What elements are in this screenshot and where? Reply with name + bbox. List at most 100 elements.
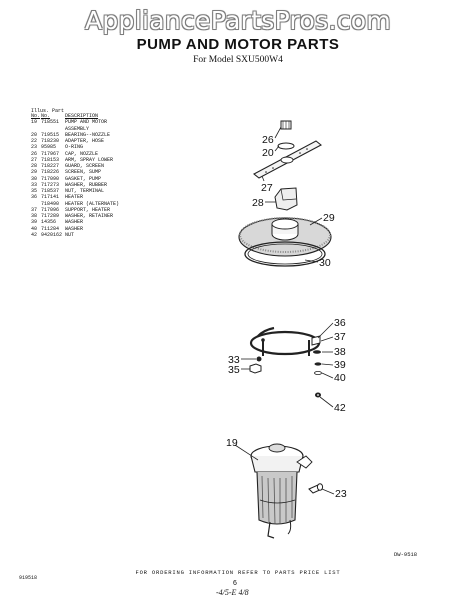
- row-part-no: 717289: [41, 213, 60, 219]
- row-illus-no: 30: [31, 175, 38, 182]
- row-description: WASHER: [65, 219, 84, 226]
- row-illus-no: 20: [31, 131, 38, 138]
- callout-23: 23: [335, 488, 347, 500]
- page-number: 6: [233, 580, 237, 587]
- callout-20: 20: [262, 147, 274, 159]
- row-description: NUT, TERMINAL: [65, 188, 105, 194]
- callout-19: 19: [226, 437, 238, 449]
- pump-motor-assembly: [250, 443, 313, 539]
- callout-36: 36: [334, 317, 346, 329]
- table-header-top: Illus. Part: [31, 108, 65, 114]
- row-illus-no: 23: [31, 144, 38, 151]
- row-part-no: 718230: [41, 138, 60, 144]
- callout-38: 38: [334, 346, 346, 358]
- table-header-row: No. No. DESCRIPTION: [31, 113, 201, 119]
- row-part-no: 14356: [41, 219, 57, 226]
- callout-33: 33: [228, 354, 240, 366]
- callout-30: 30: [319, 257, 331, 269]
- row-description: WASHER: [65, 225, 84, 232]
- row-part-no: 718551: [41, 119, 60, 126]
- table-row: ASSEMBLY: [31, 126, 201, 132]
- row-illus-no: 19: [31, 119, 38, 126]
- drawing-code: DW-9518: [394, 551, 418, 558]
- footer-code: 919518: [19, 575, 38, 581]
- row-description: WASHER, RETAINER: [65, 213, 114, 219]
- callout-35: 35: [228, 364, 240, 376]
- row-illus-no: 35: [31, 188, 38, 194]
- row-description: ADAPTER, HOSE: [65, 138, 105, 144]
- screen-guard: [274, 187, 298, 211]
- callout-29: 29: [323, 212, 335, 224]
- row-part-no: 717273: [41, 181, 60, 188]
- row-description: BEARING--NOZZLE: [65, 131, 111, 138]
- row-description: CAP, NOZZLE: [65, 150, 99, 157]
- col-part-header: No.: [41, 113, 51, 119]
- row-illus-no: 37: [31, 206, 38, 213]
- row-part-no: 718153: [41, 156, 60, 163]
- row-part-no: 9420162: [41, 231, 63, 238]
- row-part-no: 717096: [41, 206, 60, 213]
- row-illus-no: 27: [31, 156, 38, 163]
- row-description: PUMP AND MOTOR: [65, 119, 108, 126]
- row-description: ASSEMBLY: [65, 125, 90, 132]
- row-illus-no: 22: [31, 138, 38, 144]
- row-illus-no: 42: [31, 231, 38, 238]
- ordering-info: FOR ORDERING INFORMATION REFER TO PARTS …: [135, 569, 341, 576]
- row-description: WASHER, RUBBER: [65, 181, 108, 188]
- row-description: NUT: [65, 231, 75, 238]
- row-illus-no: 26: [31, 150, 38, 157]
- row-part-no: 95985: [41, 144, 57, 151]
- callout-40: 40: [334, 372, 346, 384]
- row-description: HEATER: [65, 194, 84, 201]
- row-part-no: 717141: [41, 194, 60, 201]
- callout-26: 26: [262, 134, 274, 146]
- spray-arm: [253, 140, 322, 179]
- row-illus-no: 28: [31, 163, 38, 169]
- heater-support-parts: [311, 335, 322, 398]
- row-part-no: 718226: [41, 169, 60, 176]
- row-part-no: 718537: [41, 188, 60, 194]
- terminal-washer-nut: [249, 356, 262, 374]
- callout-37: 37: [334, 331, 346, 343]
- leader-lines: [234, 126, 335, 495]
- callout-39: 39: [334, 359, 346, 371]
- row-description: O-RING: [65, 144, 84, 151]
- row-description: SUPPORT, HEATER: [65, 206, 111, 213]
- pump-gasket: [244, 241, 326, 267]
- heater-element: [249, 326, 321, 356]
- row-illus-no: 36: [31, 194, 38, 201]
- row-illus-no: 40: [31, 225, 38, 232]
- row-description: GUARD, SCREEN: [65, 163, 105, 169]
- col-no-header: No.: [31, 113, 41, 119]
- row-description: HEATER (ALTERNATE): [65, 200, 120, 207]
- row-part-no: 711284: [41, 225, 60, 232]
- col-desc-header: DESCRIPTION: [65, 113, 99, 119]
- row-part-no: 718227: [41, 163, 60, 169]
- row-description: GASKET, PUMP: [65, 175, 102, 182]
- row-part-no: 719515: [41, 131, 60, 138]
- callout-42: 42: [334, 402, 346, 414]
- sump-screen: [238, 217, 332, 257]
- hose-adapter: [308, 483, 324, 494]
- page-title: PUMP AND MOTOR PARTS: [136, 36, 340, 53]
